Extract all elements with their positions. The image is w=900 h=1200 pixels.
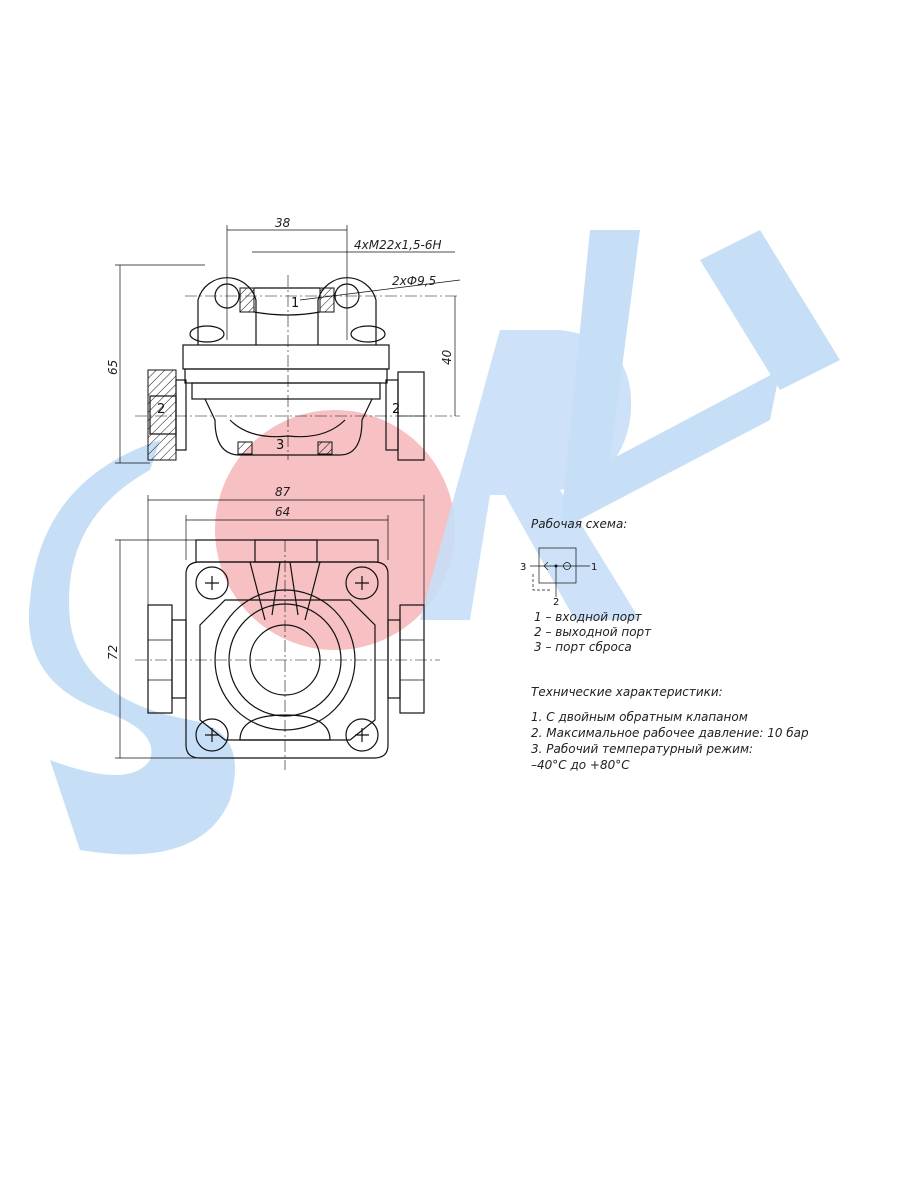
scheme-title: Рабочая схема: xyxy=(531,517,628,531)
scheme-port-1: 1 xyxy=(591,562,597,573)
scheme-legend-1: 1 – входной порт xyxy=(534,610,642,624)
spec-item-1: 1. С двойным обратным клапаном xyxy=(531,710,748,724)
bottom-view: 87 72 64 72 xyxy=(106,485,440,770)
port-3-label: 3 xyxy=(276,438,284,453)
scheme-symbol: 3 1 2 xyxy=(520,547,597,608)
top-view: 38 4xM22x1,5-6H 2xФ9,5 65 40 1 2 2 3 xyxy=(106,216,461,464)
scheme-port-3: 3 xyxy=(520,562,526,573)
spec-item-4: –40°С до +80°С xyxy=(531,758,630,772)
dim-72: 72 xyxy=(106,645,120,660)
watermark-logo xyxy=(28,230,840,855)
scheme-legend-2: 2 – выходной порт xyxy=(534,625,652,639)
port-2-right-label: 2 xyxy=(392,402,400,417)
specs-title: Технические характеристики: xyxy=(531,685,723,699)
spec-item-2: 2. Максимальное рабочее давление: 10 бар xyxy=(531,726,809,740)
dim-87: 87 xyxy=(275,485,291,499)
scheme-legend-3: 3 – порт сброса xyxy=(534,640,632,654)
port-2-left-label: 2 xyxy=(157,402,165,417)
dim-65: 65 xyxy=(106,360,120,375)
port-1-label: 1 xyxy=(291,296,299,311)
spec-item-3: 3. Рабочий температурный режим: xyxy=(531,742,754,756)
dim-40: 40 xyxy=(440,349,454,365)
scheme-port-2: 2 xyxy=(553,597,559,608)
dim-64: 64 xyxy=(275,505,290,519)
thread-label: 4xM22x1,5-6H xyxy=(354,238,442,252)
dim-38: 38 xyxy=(275,216,291,230)
holes-label: 2xФ9,5 xyxy=(392,274,436,288)
